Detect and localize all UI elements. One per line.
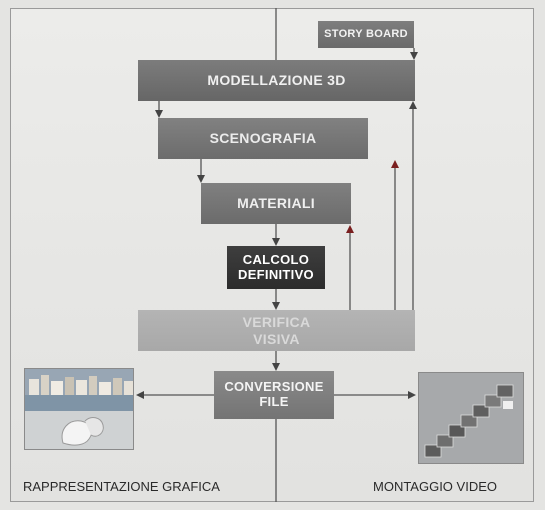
node-scenografia: SCENOGRAFIA bbox=[158, 118, 368, 159]
node-materiali: MATERIALI bbox=[201, 183, 351, 224]
output-caption-montaggio-video: MONTAGGIO VIDEO bbox=[373, 479, 497, 494]
output-caption-rappresentazione-grafica: RAPPRESENTAZIONE GRAFICA bbox=[23, 479, 220, 494]
node-conversione-file: CONVERSIONE FILE bbox=[214, 371, 334, 419]
rendering-thumbnail-image bbox=[24, 368, 134, 450]
node-modellazione-3d: MODELLAZIONE 3D bbox=[138, 60, 415, 101]
node-verifica-visiva: VERIFICA VISIVA bbox=[138, 310, 415, 351]
node-calcolo-definitivo: CALCOLO DEFINITIVO bbox=[227, 246, 325, 289]
video-editing-thumbnail-image bbox=[418, 372, 524, 464]
node-story-board: STORY BOARD bbox=[318, 21, 414, 48]
